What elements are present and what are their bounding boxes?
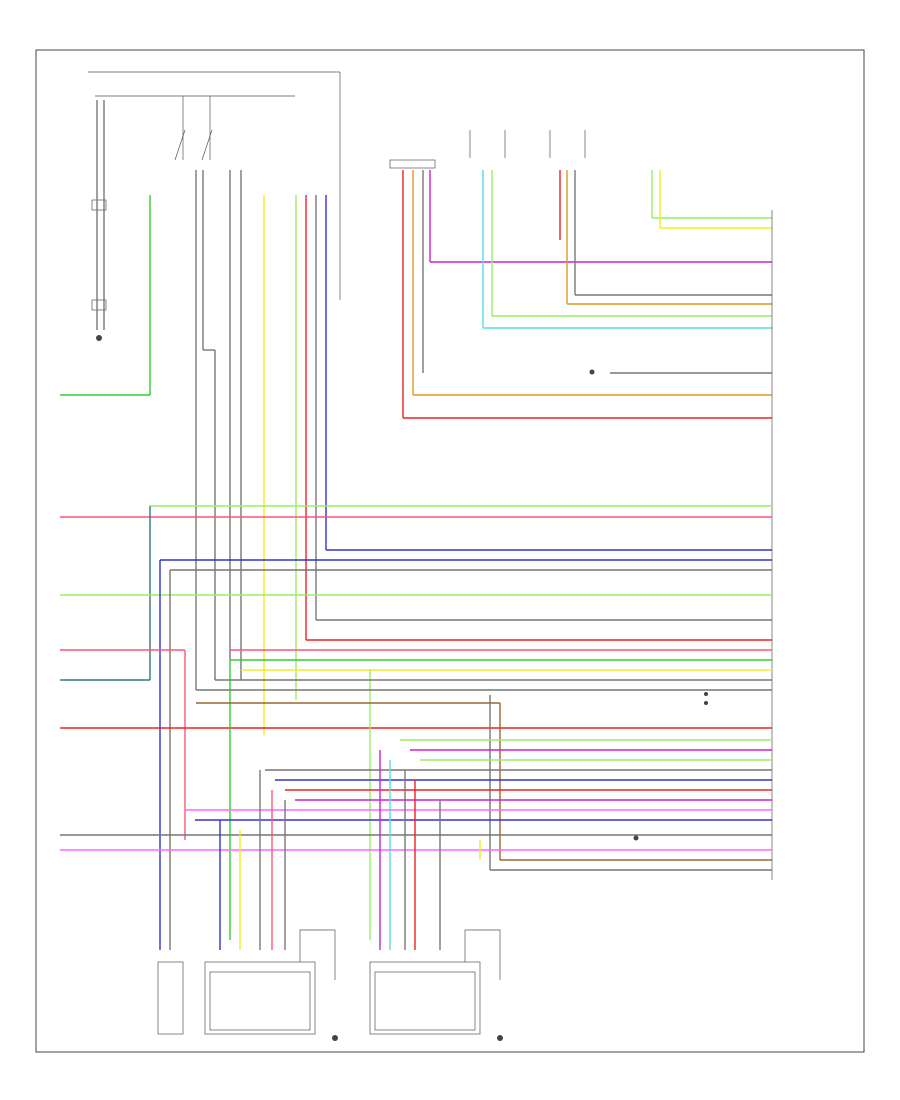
diagram-frame [35,49,865,1053]
control-module [157,961,184,1035]
upper-right-wires [402,170,772,419]
top-connectors [389,130,586,169]
ground-icon [332,1035,338,1041]
module-drops [219,750,441,950]
horizontal-wires [60,505,772,950]
ground-icon [497,1035,503,1041]
mirror-switch-group [88,71,341,341]
bottom-modules [157,929,503,1041]
vertical-wires [60,100,327,735]
driver-door-switch [369,961,481,1035]
ground-icon [96,335,102,341]
passenger-door-switch [204,961,316,1035]
